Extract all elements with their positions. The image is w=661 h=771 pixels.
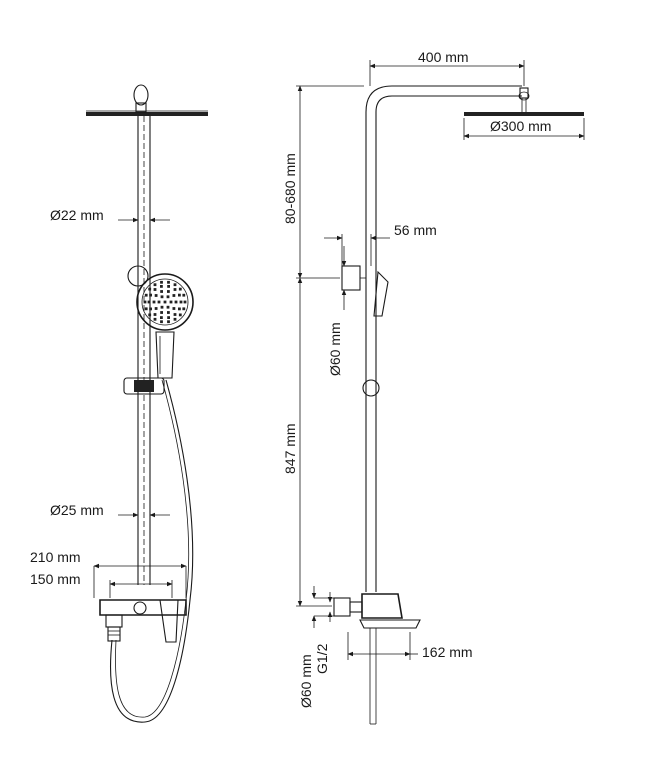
nozzle	[160, 290, 163, 293]
nozzle	[182, 307, 186, 311]
label-escutcheon-diameter: Ø60 mm	[298, 654, 314, 708]
nozzle	[160, 320, 163, 324]
holder-clamp	[127, 265, 149, 287]
nozzle	[173, 313, 177, 316]
nozzle	[157, 300, 161, 304]
nozzle	[183, 300, 187, 304]
nozzle	[166, 295, 170, 299]
nozzle	[147, 300, 151, 304]
label-pipe-lower-diameter: Ø25 mm	[50, 502, 104, 518]
side-view: 400 mm Ø300 mm 80-680 mm 56 mm Ø60 mm 84…	[282, 49, 585, 725]
side-overhead-head	[464, 87, 584, 116]
nozzle	[163, 300, 167, 304]
nozzle	[153, 313, 157, 316]
hand-shower-handle	[155, 331, 175, 379]
nozzle	[172, 294, 176, 297]
nozzle	[153, 283, 157, 287]
nozzle	[167, 285, 170, 288]
nozzle	[144, 307, 148, 311]
nozzle	[173, 317, 177, 321]
nozzle	[173, 283, 177, 287]
nozzle	[173, 288, 177, 291]
label-head-diameter: Ø300 mm	[490, 118, 551, 134]
side-riser-pipe	[365, 112, 377, 592]
nozzle	[172, 307, 176, 310]
nozzle	[154, 307, 158, 310]
nozzle	[174, 300, 178, 304]
label-arm-length: 400 mm	[418, 49, 469, 65]
nozzle	[153, 317, 157, 321]
nozzle	[167, 311, 170, 314]
shower-arm	[365, 85, 522, 113]
overhead-shower-head	[86, 84, 208, 116]
nozzle	[152, 300, 156, 304]
label-height-adjust: 80-680 mm	[282, 153, 298, 224]
nozzle	[143, 300, 147, 304]
riser-pipe	[137, 116, 151, 585]
nozzle	[160, 316, 163, 319]
nozzle	[166, 305, 170, 309]
nozzle	[160, 295, 164, 299]
shower-hose	[110, 379, 194, 723]
label-pipe-upper-diameter: Ø22 mm	[50, 207, 104, 223]
label-inlet-spacing: 150 mm	[30, 571, 81, 587]
side-holder	[341, 265, 389, 330]
label-riser-height: 847 mm	[282, 423, 298, 474]
mixer-valve	[99, 599, 187, 643]
nozzle	[149, 307, 152, 311]
nozzle	[160, 305, 164, 309]
label-spout-length: 162 mm	[422, 644, 473, 660]
slide-holder	[123, 377, 165, 395]
label-mixer-width: 210 mm	[30, 549, 81, 565]
nozzle	[178, 293, 181, 297]
nozzle	[148, 313, 152, 317]
hand-shower-head	[136, 273, 194, 331]
nozzle	[160, 280, 163, 284]
side-mixer	[333, 593, 421, 725]
label-holder-diameter: Ø60 mm	[327, 322, 343, 376]
nozzle	[167, 320, 170, 324]
nozzle	[160, 311, 163, 314]
nozzle	[154, 294, 158, 297]
nozzle	[167, 316, 170, 319]
nozzle	[178, 313, 182, 317]
nozzle-pattern	[143, 280, 187, 324]
side-slide-holder	[362, 379, 380, 397]
nozzle	[167, 290, 170, 293]
nozzle	[179, 300, 183, 304]
nozzle	[153, 288, 157, 291]
nozzle	[169, 300, 173, 304]
nozzle	[160, 285, 163, 288]
label-thread: G1/2	[314, 643, 330, 674]
nozzle	[149, 293, 152, 297]
nozzle	[178, 287, 182, 291]
nozzle	[167, 280, 170, 284]
label-holder-offset: 56 mm	[394, 222, 437, 238]
nozzle	[144, 293, 148, 297]
nozzle	[182, 293, 186, 297]
front-view: Ø22 mm Ø25 mm 210 mm 150 mm	[30, 84, 208, 723]
nozzle	[178, 307, 181, 311]
nozzle	[148, 287, 152, 291]
